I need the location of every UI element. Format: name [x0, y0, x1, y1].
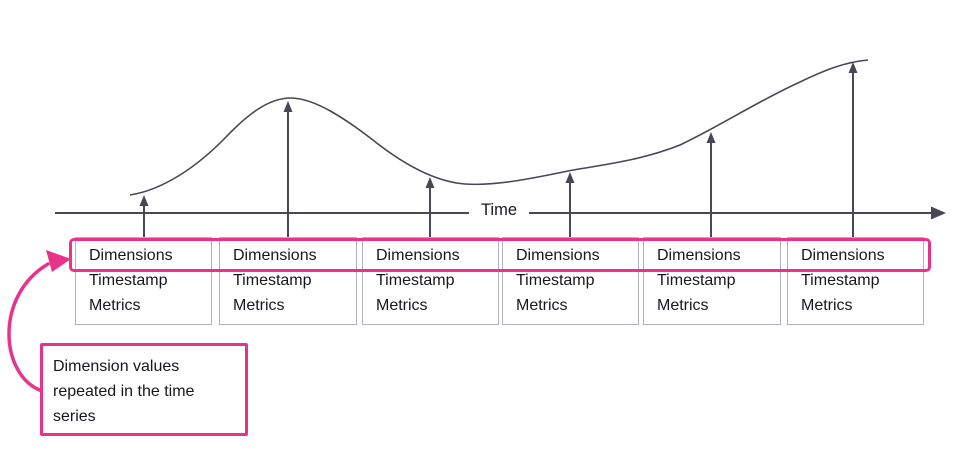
field-metrics: Metrics: [657, 297, 709, 314]
data-point-arrow-2: [283, 101, 293, 237]
field-timestamp: Timestamp: [657, 272, 736, 289]
data-point-arrow-6: [848, 62, 858, 237]
record-box-4: Dimensions Timestamp Metrics: [502, 237, 639, 325]
record-box-6: Dimensions Timestamp Metrics: [787, 237, 924, 325]
axis-arrowhead-icon: [931, 206, 946, 220]
time-axis-label: Time: [474, 201, 524, 220]
field-metrics: Metrics: [516, 297, 568, 314]
record-box-5: Dimensions Timestamp Metrics: [643, 237, 781, 325]
field-dimensions: Dimensions: [657, 247, 741, 264]
data-point-arrow-4: [565, 172, 575, 237]
field-timestamp: Timestamp: [801, 272, 880, 289]
callout-text: Dimension values repeated in the time se…: [53, 358, 195, 425]
up-arrowhead-icon: [139, 195, 149, 206]
field-dimensions: Dimensions: [89, 247, 173, 264]
field-dimensions: Dimensions: [516, 247, 600, 264]
up-arrowhead-icon: [848, 62, 858, 73]
field-metrics: Metrics: [233, 297, 285, 314]
field-timestamp: Timestamp: [516, 272, 595, 289]
field-metrics: Metrics: [89, 297, 141, 314]
callout-arrowhead-icon: [46, 250, 71, 272]
up-arrowhead-icon: [425, 177, 435, 188]
field-dimensions: Dimensions: [233, 247, 317, 264]
timeseries-curve: [129, 59, 869, 196]
field-metrics: Metrics: [801, 297, 853, 314]
record-box-3: Dimensions Timestamp Metrics: [362, 237, 499, 325]
record-box-2: Dimensions Timestamp Metrics: [219, 237, 357, 325]
field-timestamp: Timestamp: [233, 272, 312, 289]
field-timestamp: Timestamp: [376, 272, 455, 289]
data-point-arrow-5: [706, 132, 716, 237]
data-point-arrow-1: [139, 195, 149, 237]
up-arrowhead-icon: [565, 172, 575, 183]
field-metrics: Metrics: [376, 297, 428, 314]
up-arrowhead-icon: [283, 101, 293, 112]
record-box-1: Dimensions Timestamp Metrics: [75, 237, 212, 325]
field-dimensions: Dimensions: [801, 247, 885, 264]
callout-arrow-curve: [7, 262, 50, 393]
field-dimensions: Dimensions: [376, 247, 460, 264]
callout-box: Dimension values repeated in the time se…: [40, 343, 248, 436]
up-arrowhead-icon: [706, 132, 716, 143]
data-point-arrow-3: [425, 177, 435, 237]
field-timestamp: Timestamp: [89, 272, 168, 289]
